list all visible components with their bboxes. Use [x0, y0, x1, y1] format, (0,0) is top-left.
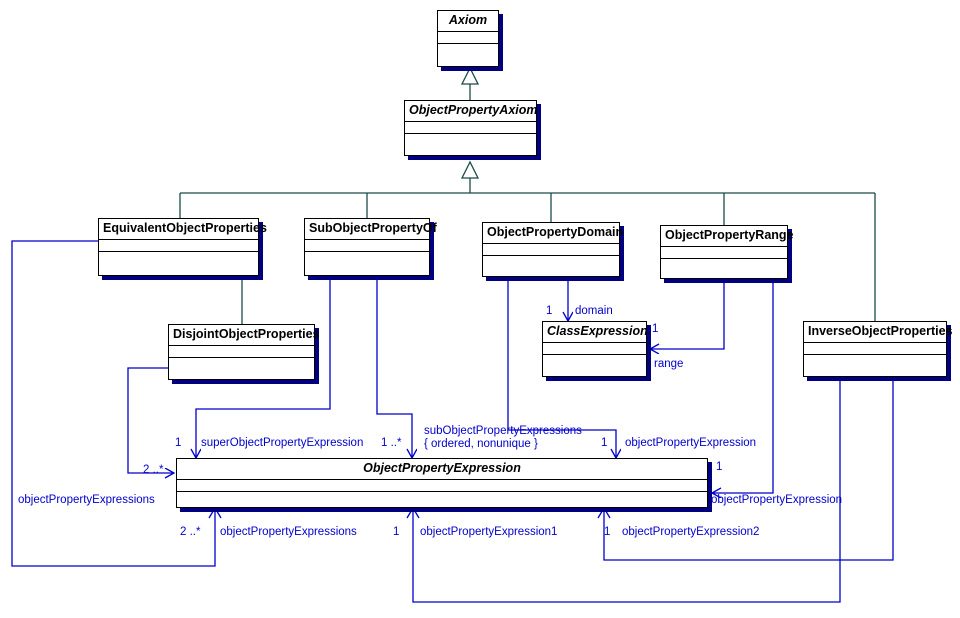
association-edges	[11, 240, 894, 603]
class-attributes-inverse-object-properties	[804, 343, 946, 355]
label-domain-multiplicity: 1	[546, 305, 553, 317]
label-inverse1-role: objectPropertyExpression1	[420, 526, 558, 538]
class-name-object-property-domain: ObjectPropertyDomain	[483, 223, 623, 244]
class-operations-object-property-domain	[483, 256, 619, 277]
class-box-object-property-range[interactable]: ObjectPropertyRange	[660, 225, 794, 279]
class-operations-equivalent-object-properties	[99, 252, 258, 276]
class-attributes-sub-object-property-of	[305, 240, 429, 252]
class-name-equivalent-object-properties: EquivalentObjectProperties	[99, 219, 267, 240]
class-operations-object-property-range	[661, 259, 787, 279]
class-name-axiom: Axiom	[438, 11, 498, 32]
label-bottom-left-role: objectPropertyExpressions	[220, 526, 357, 538]
label-sub-constraint: { ordered, nonunique }	[424, 438, 538, 450]
class-name-object-property-axiom: ObjectPropertyAxiom	[405, 101, 538, 122]
class-box-class-expression[interactable]: ClassExpression	[542, 321, 648, 377]
label-disjoint-multiplicity: 2 ..*	[143, 464, 164, 476]
class-box-object-property-domain[interactable]: ObjectPropertyDomain	[482, 222, 623, 277]
class-box-inverse-object-properties[interactable]: InverseObjectProperties	[803, 321, 953, 377]
class-box-axiom[interactable]: Axiom	[437, 10, 499, 67]
class-operations-object-property-expression	[177, 492, 707, 508]
label-super-role: superObjectPropertyExpression	[201, 437, 364, 449]
label-range-ope-role: objectPropertyExpression	[711, 494, 843, 506]
class-operations-inverse-object-properties	[804, 355, 946, 377]
label-equivalent-role: objectPropertyExpressions	[18, 494, 155, 506]
class-operations-class-expression	[543, 355, 646, 377]
label-inverse2-role: objectPropertyExpression2	[622, 526, 760, 538]
class-name-class-expression: ClassExpression	[543, 322, 648, 343]
class-name-object-property-expression: ObjectPropertyExpression	[177, 459, 707, 480]
class-attributes-class-expression	[543, 343, 646, 355]
label-range-role: range	[654, 358, 684, 370]
class-attributes-object-property-domain	[483, 244, 619, 256]
label-domain-ope-multiplicity: 1	[601, 437, 608, 449]
label-domain-role: domain	[575, 305, 613, 317]
label-range-multiplicity: 1	[652, 323, 659, 335]
class-name-sub-object-property-of: SubObjectPropertyOf	[305, 219, 437, 240]
label-super-multiplicity: 1	[175, 437, 182, 449]
label-range-ope-multiplicity: 1	[716, 461, 723, 473]
class-attributes-axiom	[438, 32, 498, 44]
class-attributes-equivalent-object-properties	[99, 240, 258, 252]
class-attributes-object-property-range	[661, 247, 787, 259]
class-name-inverse-object-properties: InverseObjectProperties	[804, 322, 953, 343]
class-operations-axiom	[438, 44, 498, 67]
class-operations-disjoint-object-properties	[169, 358, 314, 380]
class-box-object-property-axiom[interactable]: ObjectPropertyAxiom	[404, 100, 538, 156]
class-name-disjoint-object-properties: DisjointObjectProperties	[169, 325, 320, 346]
class-operations-object-property-axiom	[405, 134, 536, 156]
label-sub-role: subObjectPropertyExpressions	[424, 425, 582, 437]
label-inverse2-multiplicity: 1	[604, 526, 611, 538]
class-name-object-property-range: ObjectPropertyRange	[661, 226, 794, 247]
class-attributes-object-property-expression	[177, 480, 707, 492]
label-inverse1-multiplicity: 1	[393, 526, 400, 538]
label-domain-ope-role: objectPropertyExpression	[625, 437, 757, 449]
class-box-object-property-expression[interactable]: ObjectPropertyExpression	[176, 458, 708, 508]
class-box-disjoint-object-properties[interactable]: DisjointObjectProperties	[168, 324, 320, 380]
label-sub-multiplicity: 1 ..*	[381, 437, 402, 449]
class-operations-sub-object-property-of	[305, 252, 429, 276]
class-box-equivalent-object-properties[interactable]: EquivalentObjectProperties	[98, 218, 267, 276]
class-box-sub-object-property-of[interactable]: SubObjectPropertyOf	[304, 218, 437, 276]
generalization-edges	[179, 66, 876, 324]
class-attributes-disjoint-object-properties	[169, 346, 314, 358]
label-bottom-left-multiplicity: 2 ..*	[180, 526, 201, 538]
class-attributes-object-property-axiom	[405, 122, 536, 134]
